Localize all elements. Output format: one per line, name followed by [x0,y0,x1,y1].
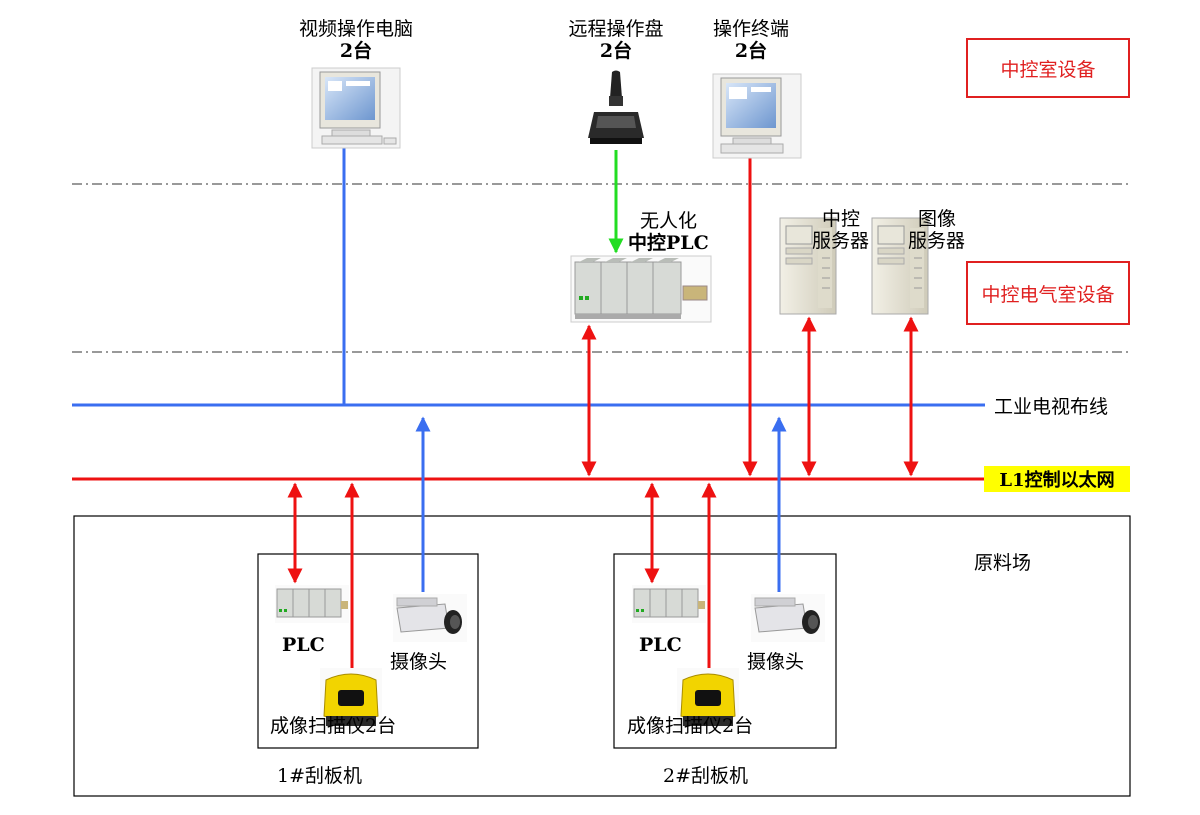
remote-panel-label: 远程操作盘 2台 [568,18,664,62]
plc2-icon [632,585,706,623]
camera1-label: 摄像头 [390,651,448,673]
camera1-icon [393,594,467,642]
camera2-label: 摄像头 [747,651,805,673]
video-pc-label: 视频操作电脑 2台 [298,18,413,62]
cctv-bus-label: 工业电视布线 [994,396,1109,418]
unmanned-plc-label: 无人化 中控PLC [628,210,709,254]
terminal-pc-icon [712,73,802,159]
scanner2-icon [677,668,739,730]
raw-yard-label: 原料场 [974,552,1032,574]
scraper2-title: 2#刮板机 [663,765,749,787]
scanner1-label: 成像扫描仪2台 [270,715,397,737]
scraper1-title: 1#刮板机 [277,765,363,787]
plc2-label: PLC [639,634,682,656]
control-server-icon [779,217,837,315]
scanner1-icon [320,668,382,730]
l1-bus-label: L1控制以太网 [984,466,1130,492]
image-server-icon [871,217,929,315]
scraper-2-boundary [613,553,837,749]
camera2-icon [751,594,825,642]
plc1-label: PLC [282,634,325,656]
zone-control-room: 中控室设备 [966,38,1130,98]
control-server-label: 中控 服务器 [812,208,870,252]
video-pc-icon [311,67,401,149]
op-terminal-label: 操作终端 2台 [712,18,789,62]
raw-yard-boundary [73,515,1131,797]
image-server-label: 图像 服务器 [908,208,966,252]
joystick-icon [584,68,648,150]
scraper-1-boundary [257,553,479,749]
zone-electrical-room: 中控电气室设备 [966,261,1130,325]
scanner2-label: 成像扫描仪2台 [627,715,754,737]
plc-rack-icon [570,255,712,323]
plc1-icon [275,585,349,623]
